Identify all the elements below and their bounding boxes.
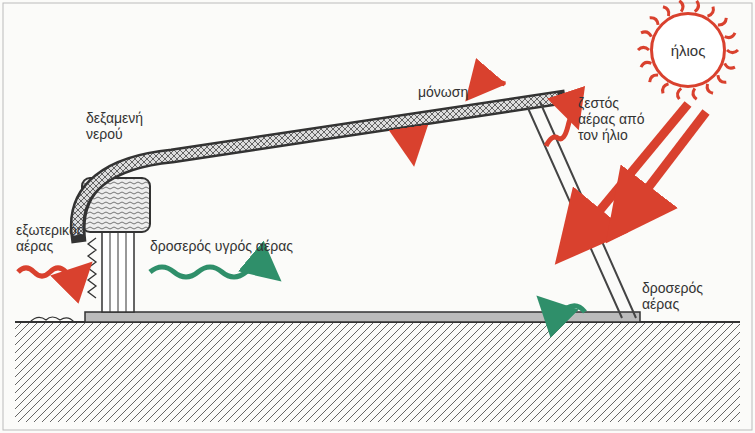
insulation-label: μόνωση bbox=[418, 84, 488, 100]
cool-air-label: δροσερός αέρας bbox=[642, 280, 742, 312]
sun-label: ήλιος bbox=[650, 42, 726, 59]
hot-air-label: ζεστός αέρας από τον ήλιο bbox=[578, 95, 650, 143]
outside-air-label: εξωτερικός αέρας bbox=[16, 222, 96, 254]
cool-humid-air-label: δροσερός υγρός αέρας bbox=[150, 238, 350, 254]
sun-circle: ήλιος bbox=[650, 12, 726, 88]
water-tank-label: δεξαμενή νερού bbox=[86, 110, 154, 142]
